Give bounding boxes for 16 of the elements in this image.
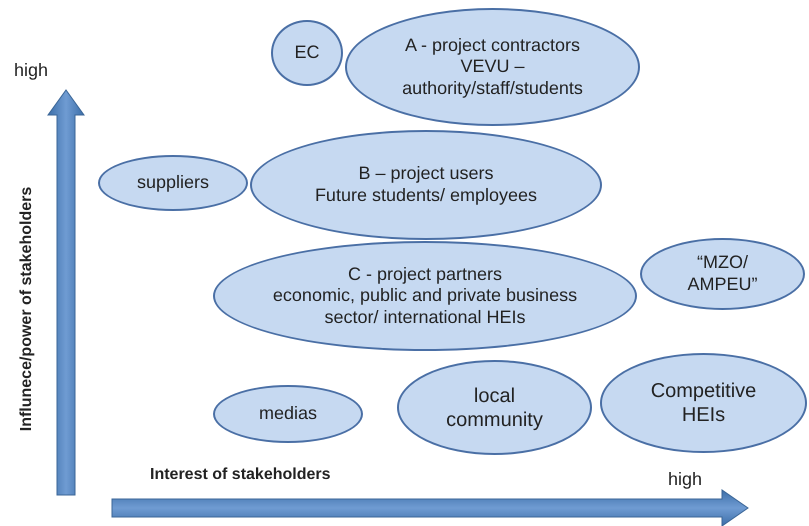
stakeholder-label: Future students/ employees [314, 185, 538, 207]
stakeholder-label: EC [294, 42, 320, 64]
axis-end-label: high [668, 469, 702, 490]
stakeholder-label: B – project users [358, 163, 494, 185]
stakeholder-label: A - project contractors [404, 34, 580, 56]
stakeholder-label: medias [258, 403, 318, 425]
horizontal-axis-title: Interest of stakeholders [150, 466, 330, 484]
stakeholder-label: Competitive HEIs [650, 379, 758, 427]
stakeholder-label: C - project partners [348, 264, 502, 286]
vertical-axis-title: Influnece/power of stakeholders [18, 186, 36, 434]
axis-end-label: high [14, 60, 48, 81]
stakeholder-label: local community [445, 384, 544, 432]
stakeholder-label: suppliers [136, 172, 210, 194]
stakeholder-label: VEVU – authority/staff/students [401, 56, 584, 100]
stakeholder-label: economic, public and private business sector/ international HEIs [272, 285, 578, 328]
stakeholder-label: “MZO/ AMPEU” [686, 252, 758, 296]
